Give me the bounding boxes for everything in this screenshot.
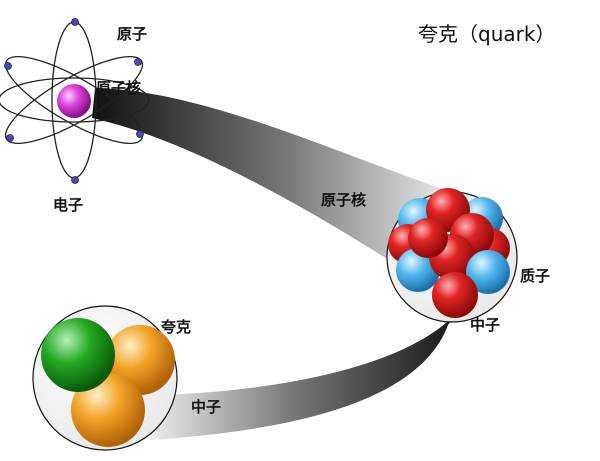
label-neutron-left: 中子 [191, 398, 222, 416]
label-nucleus: 原子核 [321, 191, 367, 209]
label-electron: 电子 [53, 196, 84, 214]
electron-dot [134, 58, 142, 66]
proton-ball [408, 218, 448, 258]
label-quark: 夸克 [161, 318, 192, 336]
electron-dot [71, 18, 79, 26]
label-atom: 原子 [117, 25, 148, 43]
diagram-title: 夸克（quark） [418, 22, 556, 46]
zoom-beam-neutron [150, 298, 468, 440]
label-neutron-right: 中子 [470, 316, 501, 334]
quarks [41, 318, 175, 447]
label-proton: 质子 [520, 267, 551, 285]
electron-dot [136, 130, 144, 138]
electron-dot [71, 176, 79, 184]
quark-green [41, 318, 115, 392]
quark-orange [71, 373, 145, 447]
proton-ball [432, 272, 478, 318]
zoom-beam-nucleus [92, 88, 445, 262]
nucleons [388, 188, 510, 318]
neutron-ball [396, 248, 440, 292]
atom-nucleus [57, 84, 91, 118]
neutron-ball [466, 250, 510, 294]
electron-dot [6, 134, 14, 142]
electrons [4, 18, 144, 184]
electron-dot [4, 62, 12, 70]
label-atom-nucleus: 原子核 [96, 79, 142, 97]
